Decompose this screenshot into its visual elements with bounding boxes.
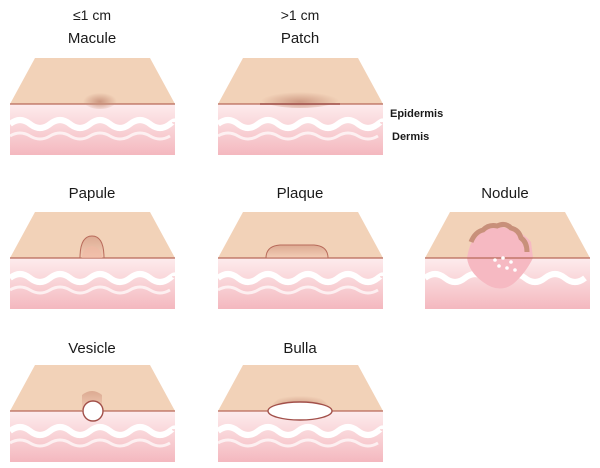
nodule-illustration bbox=[423, 212, 590, 309]
header-small-size: ≤1 cm bbox=[72, 7, 112, 23]
vesicle-illustration bbox=[10, 365, 175, 462]
label-vesicle: Vesicle bbox=[68, 340, 116, 357]
label-plaque: Plaque bbox=[276, 185, 324, 202]
plaque-illustration bbox=[218, 212, 383, 309]
header-large-size: >1 cm bbox=[280, 7, 320, 23]
label-nodule: Nodule bbox=[481, 185, 529, 202]
macule-illustration bbox=[10, 58, 175, 155]
label-epidermis: Epidermis bbox=[390, 108, 444, 120]
patch-illustration bbox=[218, 58, 383, 155]
label-patch: Patch bbox=[280, 30, 320, 47]
label-dermis: Dermis bbox=[392, 131, 430, 143]
bulla-illustration bbox=[218, 365, 383, 462]
papule-illustration bbox=[10, 212, 175, 309]
label-macule: Macule bbox=[67, 30, 117, 47]
label-papule: Papule bbox=[68, 185, 116, 202]
label-bulla: Bulla bbox=[283, 340, 317, 357]
